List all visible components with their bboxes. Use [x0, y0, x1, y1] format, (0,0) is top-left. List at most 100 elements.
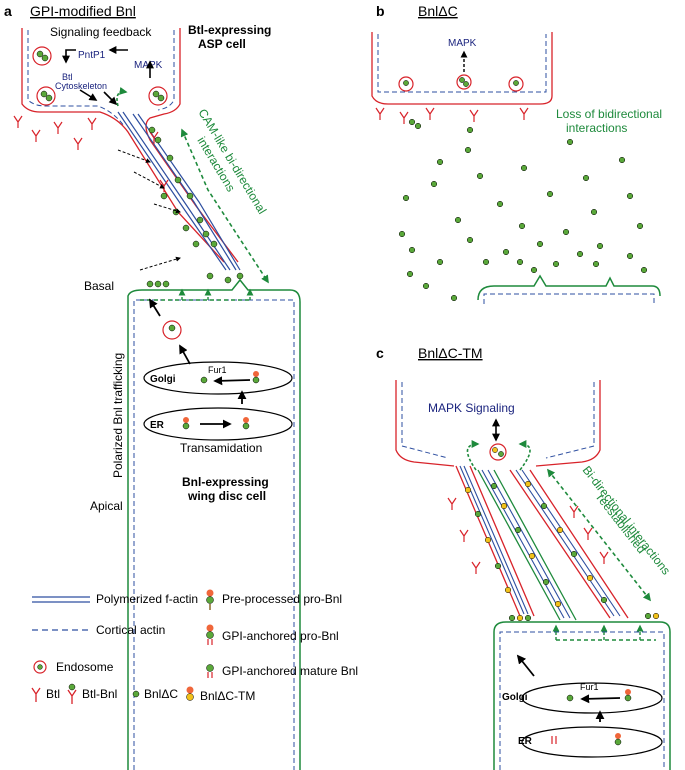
legend-btl-swatch	[31, 687, 41, 702]
legend-pre-processed-swatch	[206, 589, 214, 610]
pro-bnl-dc-tm-glyph	[625, 689, 631, 695]
asp-cortical-c	[401, 382, 449, 459]
asp-cell-label-line2: ASP cell	[198, 37, 246, 51]
green-feedback-arrow-c	[518, 440, 531, 471]
btl-receptors-b	[375, 107, 529, 124]
pro-bnl-glyph	[252, 376, 260, 384]
endosome	[32, 46, 52, 66]
feedback-arrow	[103, 91, 118, 106]
trafficking-arrow	[179, 344, 191, 365]
fur1-arrow	[213, 376, 251, 386]
wing-cell-label-line1: Bnl-expressing	[182, 475, 269, 489]
legend-pre-processed-label: Pre-processed pro-Bnl	[222, 592, 342, 606]
endosome	[162, 320, 182, 340]
trafficking-arrow	[149, 298, 161, 317]
mapk-label-b: MAPK	[448, 38, 477, 49]
legend-gpi-mature-swatch	[206, 664, 214, 678]
mapk-signaling-label: MAPK Signaling	[428, 401, 515, 415]
btl-receptors-a	[13, 115, 169, 192]
pntp1-label: PntP1	[78, 50, 106, 61]
legend-bnl-dc-label: BnlΔC	[144, 687, 178, 701]
gpi-bnl-at-basal	[146, 272, 244, 288]
green-feedback-arrow	[116, 87, 128, 107]
endosome	[36, 86, 56, 106]
bnl-transfer-arrow	[153, 203, 181, 214]
wing-disc-cortical-b	[483, 293, 655, 304]
pre-processed-bnl-glyph	[183, 417, 189, 423]
panel-c-title: BnlΔC-TM	[418, 345, 483, 361]
legend-btl-bnl-label: Btl-Bnl	[82, 687, 117, 701]
cam-bidirectional-arrow	[180, 128, 269, 284]
panel-c: c BnlΔC-TM MAPK Signaling	[376, 345, 673, 770]
panel-b: b BnlΔC MAPK Loss of bidirectional inter…	[371, 3, 662, 304]
gpi-anchor-glyph	[551, 736, 557, 744]
golgi-outline-c	[521, 682, 663, 714]
wing-disc-membrane-b	[477, 274, 661, 301]
asp-cell-membrane-c-right	[535, 380, 601, 467]
asp-cortical-c	[545, 382, 595, 459]
pre-processed-bnl-glyph	[182, 422, 190, 430]
panel-a-letter: a	[4, 3, 12, 19]
pro-bnl-dc-tm-glyph	[624, 694, 632, 702]
free-bnl-dc-cloud	[398, 118, 648, 302]
er-label-c: ER	[518, 736, 533, 747]
asp-cell-label-line1: Btl-expressing	[188, 23, 271, 37]
btl-label: Btl	[62, 72, 73, 82]
loss-label-line1: Loss of bidirectional	[556, 107, 662, 121]
gpi-pro-bnl-glyph	[242, 422, 250, 430]
bnl-transfer-arrow	[133, 171, 165, 189]
asp-cell-membrane-left	[21, 28, 225, 263]
asp-cell-membrane-c-left	[395, 380, 455, 467]
golgi-label: Golgi	[150, 374, 176, 385]
asp-cell-membrane-b	[371, 32, 553, 105]
loss-label-line2: interactions	[566, 121, 627, 135]
pre-processed-bnl-dc-tm-glyph	[614, 738, 622, 746]
wing-disc-membrane-c	[493, 621, 671, 770]
wing-disc-membrane	[127, 278, 301, 770]
mature-bnl-glyph	[200, 376, 208, 384]
wing-disc-cortical-c	[499, 631, 665, 770]
endosome	[508, 76, 524, 92]
legend-endosome-label: Endosome	[56, 660, 114, 674]
panel-b-letter: b	[376, 3, 385, 19]
endosome	[489, 443, 507, 461]
mature-bnl-dc-tm-glyph	[566, 694, 574, 702]
feedback-arrow	[62, 49, 76, 64]
bnl-dc-tm-at-basal	[508, 612, 660, 622]
legend: Polymerized f-actin Cortical actin Endos…	[31, 589, 358, 704]
polarized-trafficking-label: Polarized Bnl trafficking	[111, 353, 125, 478]
legend-bnl-dc-swatch	[132, 690, 140, 698]
fur1-label: Fur1	[208, 365, 227, 375]
asp-cortical-b	[377, 34, 547, 93]
asp-cortical-actin-left	[27, 30, 125, 127]
panel-c-letter: c	[376, 345, 384, 361]
er-outline	[143, 407, 293, 441]
signaling-feedback-label: Signaling feedback	[50, 25, 152, 39]
pro-bnl-glyph	[253, 371, 259, 377]
golgi-outline	[143, 361, 293, 395]
legend-btl-label: Btl	[46, 687, 60, 701]
legend-cortical-label: Cortical actin	[96, 623, 165, 637]
legend-gpi-mature-label: GPI-anchored mature Bnl	[222, 664, 358, 678]
wing-cell-label-line2: wing disc cell	[187, 489, 266, 503]
gpi-pro-bnl-glyph	[243, 417, 249, 423]
legend-gpi-pro-label: GPI-anchored pro-Bnl	[222, 629, 339, 643]
transamidation-label: Transamidation	[180, 441, 262, 455]
cytoneme-membrane	[493, 469, 577, 621]
legend-bnl-dc-tm-label: BnlΔC-TM	[200, 689, 255, 703]
legend-gpi-pro-swatch	[206, 624, 214, 645]
endosome	[398, 76, 414, 92]
golgi-label-c: Golgi	[502, 692, 528, 703]
green-feedback-arrow-c	[466, 440, 480, 471]
mapk-label: MAPK	[134, 60, 163, 71]
endosome	[456, 74, 472, 90]
panel-b-title: BnlΔC	[418, 3, 458, 19]
cytoneme-membrane	[469, 465, 535, 617]
er-outline-c	[521, 726, 663, 758]
legend-endosome-swatch	[33, 660, 47, 674]
wing-disc-cortical-actin	[133, 299, 295, 770]
trafficking-arrow-c	[516, 654, 535, 677]
apical-label: Apical	[90, 499, 123, 513]
pre-processed-bnl-dc-tm-glyph	[615, 733, 621, 739]
